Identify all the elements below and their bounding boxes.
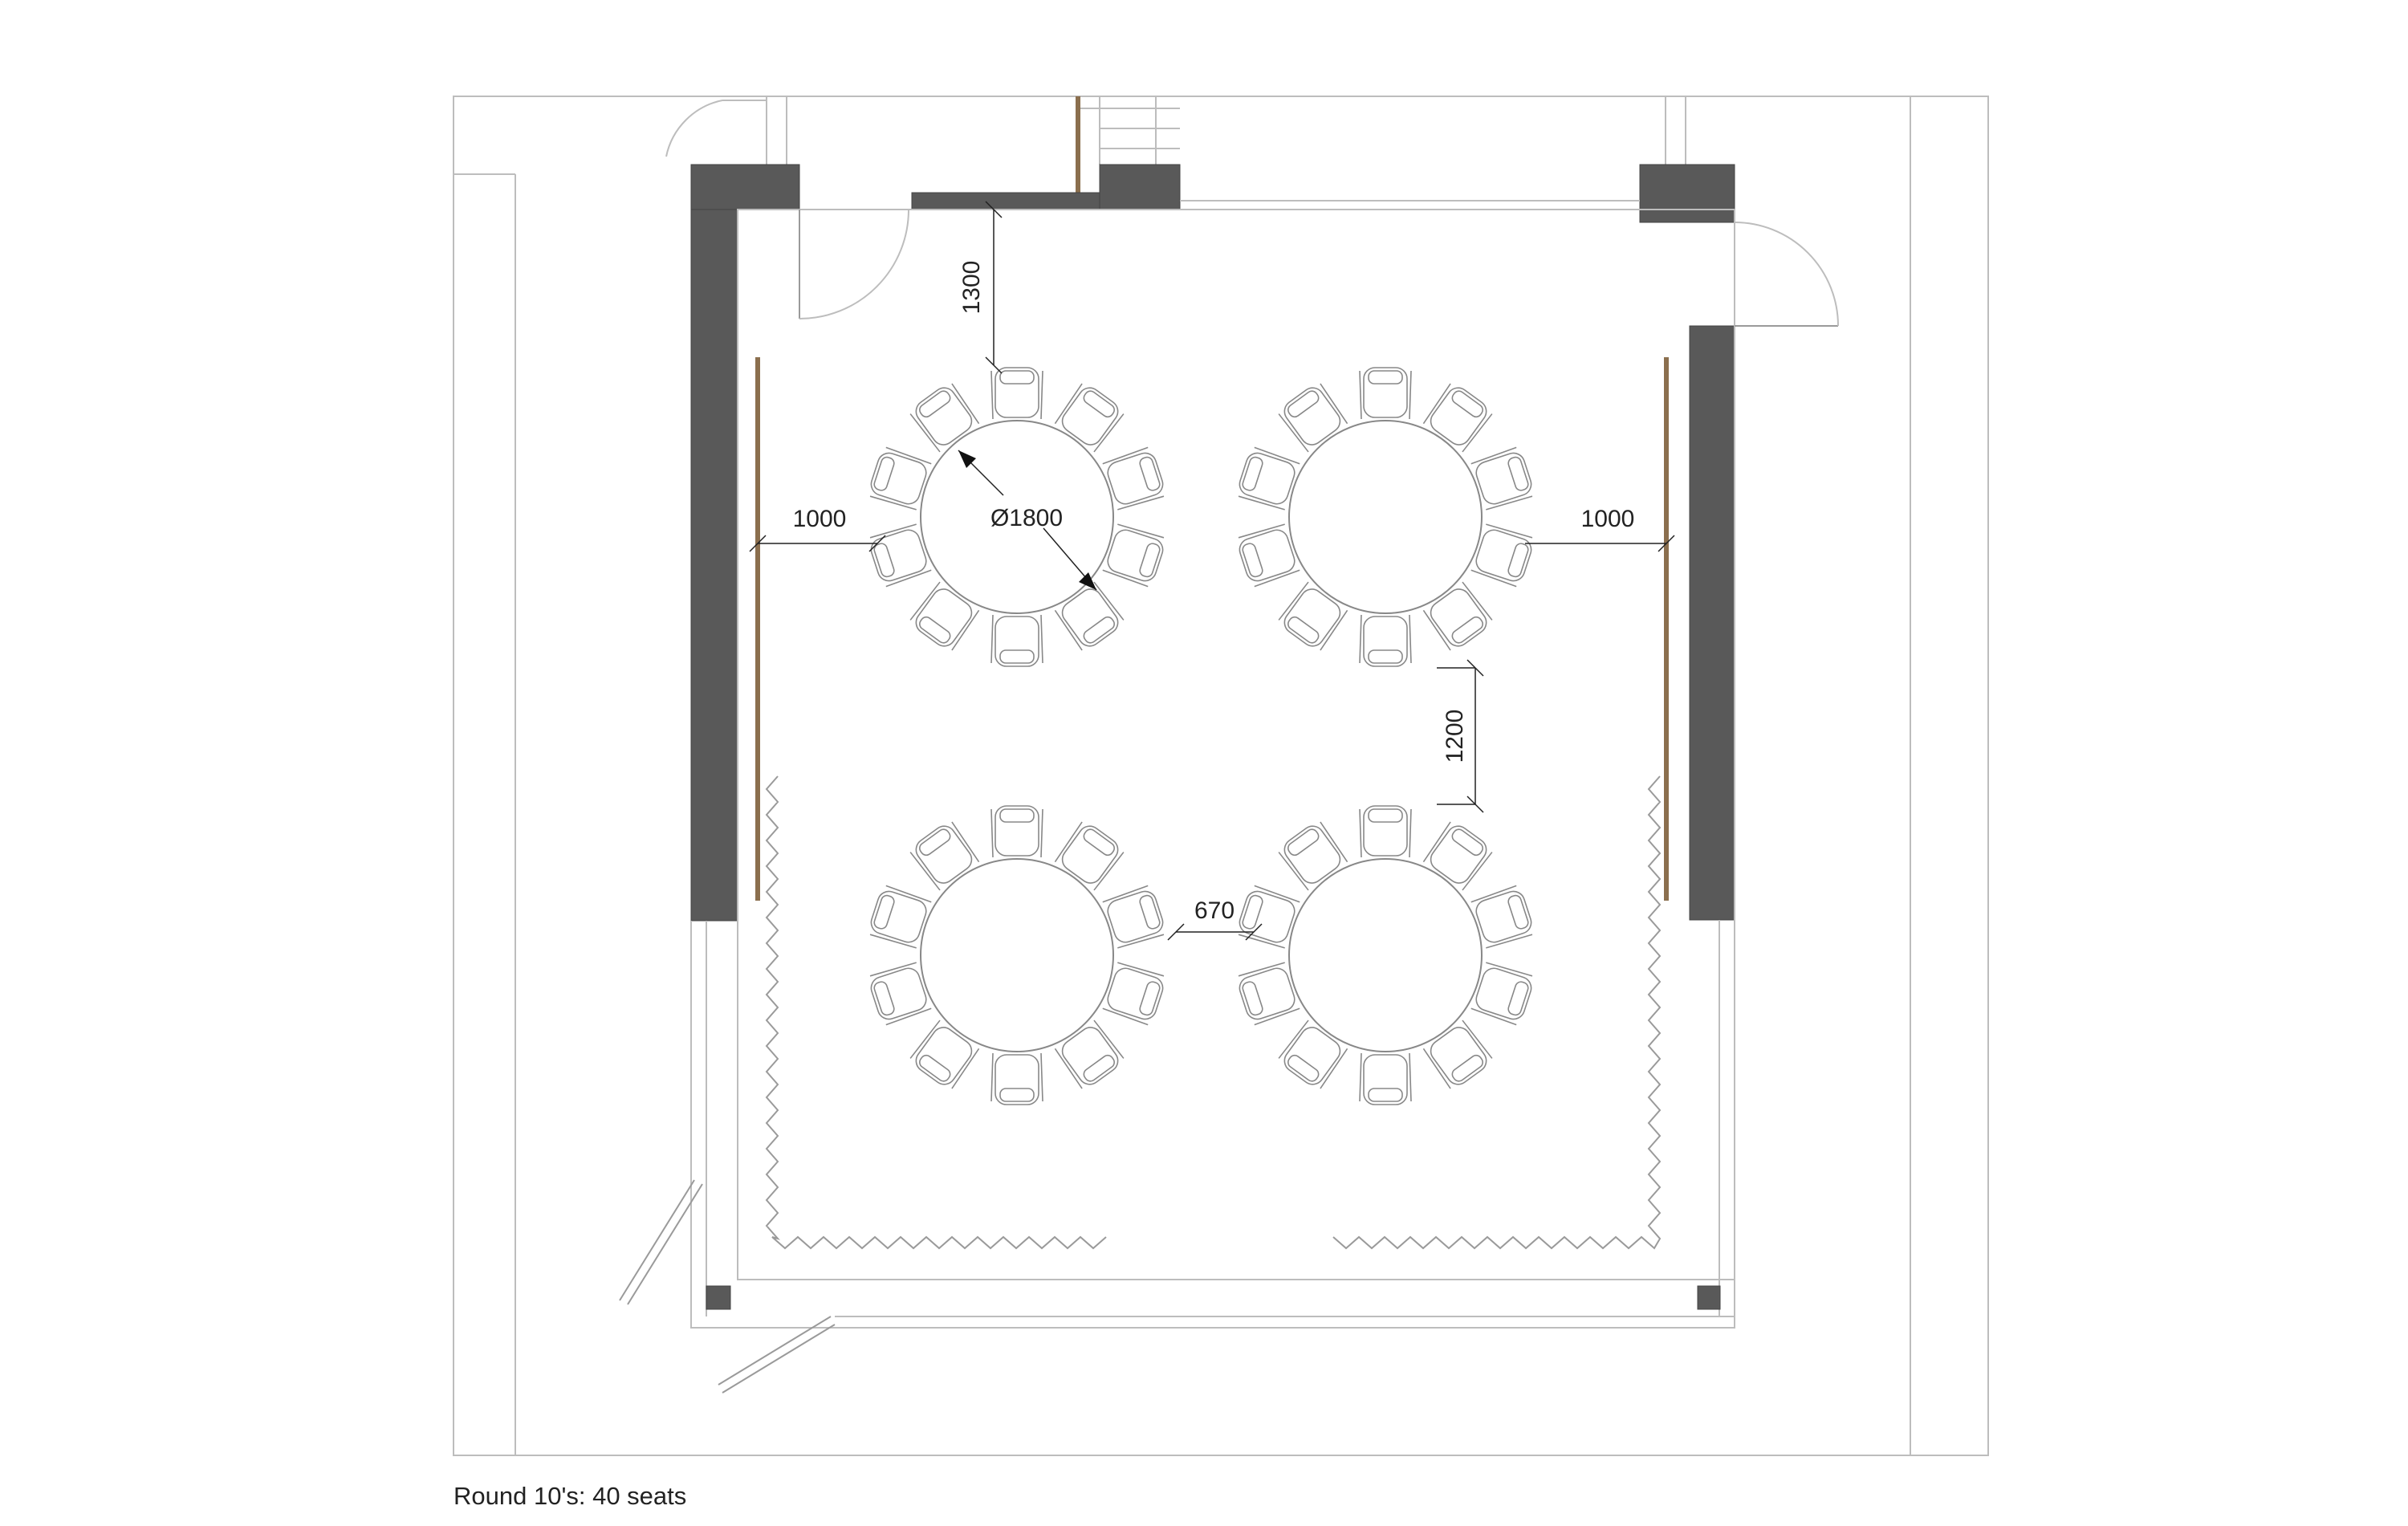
chair <box>869 446 932 511</box>
chair <box>1238 885 1300 949</box>
column-right <box>1697 1285 1721 1310</box>
panel-left <box>755 357 760 901</box>
chair <box>1359 1052 1412 1105</box>
table-top <box>920 858 1114 1052</box>
dim-label: 1300 <box>958 261 985 315</box>
dim-label: 1000 <box>1581 506 1635 532</box>
chair <box>1422 1019 1493 1089</box>
chair <box>1102 523 1165 588</box>
column-left <box>706 1285 731 1310</box>
door-outside-top-left <box>665 100 767 157</box>
chair <box>1278 821 1348 891</box>
dim-label: 1000 <box>793 506 847 532</box>
table-top <box>1288 420 1483 614</box>
dim-table-gap: 670 <box>1167 897 1263 941</box>
chair <box>1054 581 1125 651</box>
chair <box>1470 885 1533 949</box>
wall-left <box>690 164 738 922</box>
chair <box>1470 962 1533 1026</box>
door-bottom-left <box>619 1179 836 1394</box>
chair <box>909 821 980 891</box>
dim-label: 670 <box>1194 897 1235 924</box>
chair <box>869 962 932 1026</box>
curtain-right <box>1332 775 1662 1250</box>
chair <box>869 523 932 588</box>
round-table-1 <box>869 367 1165 667</box>
door-top-left <box>799 209 909 319</box>
door-right <box>1734 222 1839 327</box>
round-table-3 <box>869 805 1165 1105</box>
chair <box>1470 446 1533 511</box>
layout-caption: Round 10's: 40 seats <box>454 1482 687 1510</box>
chair <box>1278 1019 1348 1089</box>
chair <box>1054 383 1125 453</box>
chair <box>1422 821 1493 891</box>
wall-top-right-corner <box>1639 164 1735 223</box>
panel-right <box>1664 357 1669 901</box>
dim-label: Ø1800 <box>990 505 1063 531</box>
tables <box>869 367 1533 1105</box>
chair <box>909 581 980 651</box>
chair <box>1102 885 1165 949</box>
chair <box>990 805 1043 858</box>
chair <box>990 614 1043 667</box>
chair <box>869 885 932 949</box>
chair <box>909 1019 980 1089</box>
chair <box>1054 821 1125 891</box>
dim-right-clearance: 1000 <box>1525 506 1675 552</box>
dim-top-clearance: 1300 <box>958 201 1003 374</box>
chair <box>909 383 980 453</box>
chair <box>1278 581 1348 651</box>
dim-row-gap: 1200 <box>1437 659 1484 813</box>
chair <box>1238 446 1300 511</box>
chair <box>1422 383 1493 453</box>
chair <box>1278 383 1348 453</box>
chair <box>1359 805 1412 858</box>
wall-right <box>1689 325 1735 921</box>
room-outer-outline <box>690 920 1735 1329</box>
round-table-4 <box>1238 805 1533 1105</box>
chair <box>1359 367 1412 420</box>
room-inner-outline <box>737 209 1735 1280</box>
chair <box>1054 1019 1125 1089</box>
round-table-2 <box>1238 367 1533 667</box>
dim-label: 1200 <box>1442 710 1468 763</box>
curtain-left <box>765 775 1107 1250</box>
chair <box>1359 614 1412 667</box>
stairs <box>1076 96 1180 193</box>
wall-top-left-corner <box>690 164 800 210</box>
chair <box>1238 962 1300 1026</box>
chair <box>1470 523 1533 588</box>
table-top <box>920 420 1114 614</box>
chair <box>990 1052 1043 1105</box>
dim-left-clearance: 1000 <box>749 506 886 552</box>
chair <box>990 367 1043 420</box>
chair <box>1238 523 1300 588</box>
chair <box>1102 446 1165 511</box>
site-boundary <box>453 96 1989 1456</box>
dim-table-diameter: Ø1800 <box>958 450 1097 591</box>
table-top <box>1288 858 1483 1052</box>
chair <box>1102 962 1165 1026</box>
chair <box>1422 581 1493 651</box>
wall-top-stair-block <box>1099 164 1181 210</box>
